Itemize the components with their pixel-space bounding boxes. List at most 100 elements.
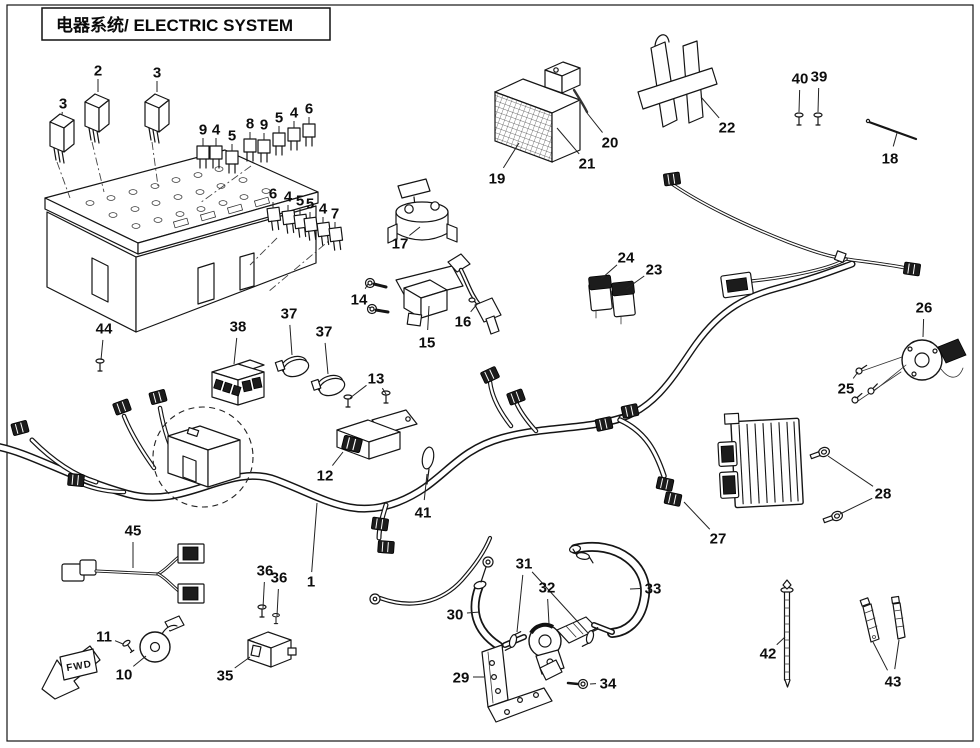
leader-line-23	[625, 275, 645, 290]
callout-45: 45	[125, 523, 142, 540]
bolt-14b	[366, 303, 390, 315]
leader-line-27	[683, 501, 711, 530]
leader-line-35	[234, 656, 251, 669]
callout-16: 16	[455, 314, 472, 331]
callout-1: 1	[307, 574, 315, 591]
callout-31: 31	[516, 556, 533, 573]
callout-4: 4	[319, 201, 328, 218]
harness-connector	[505, 388, 527, 406]
callout-39: 39	[811, 69, 828, 86]
relay-2	[84, 93, 110, 144]
battery	[494, 61, 589, 163]
callout-23: 23	[646, 262, 663, 279]
flasher-module	[336, 390, 418, 460]
callout-6: 6	[305, 101, 313, 118]
callout-22: 22	[719, 120, 736, 137]
rod-18	[865, 118, 918, 141]
leader-line-41	[423, 473, 428, 501]
callout-5: 5	[275, 110, 283, 127]
callout-38: 38	[230, 319, 247, 336]
relay-3-right	[144, 93, 170, 144]
callout-8: 8	[246, 116, 254, 133]
bolt-28a	[808, 445, 832, 462]
leader-line-38	[233, 337, 238, 365]
harness-connector	[377, 539, 395, 555]
battery-terminal-cable	[544, 61, 589, 114]
harness-clamp-41	[421, 446, 435, 485]
relay-35	[247, 604, 297, 668]
callout-25: 25	[838, 381, 855, 398]
harness-connector	[662, 171, 682, 187]
leader-line-43	[872, 641, 888, 671]
horn	[121, 615, 185, 663]
fuse-box-terminals	[85, 166, 271, 229]
leader-line-14	[364, 283, 369, 289]
bolt-28b	[821, 509, 845, 526]
callout-3: 3	[153, 65, 161, 82]
page-title: 电器系统/ ELECTRIC SYSTEM	[56, 15, 293, 35]
callout-24: 24	[618, 250, 635, 267]
screw-36a	[257, 604, 267, 618]
cable-ties-43	[859, 595, 906, 643]
callout-30: 30	[447, 607, 464, 624]
callout-3: 3	[59, 96, 67, 113]
jumper-cable	[61, 543, 205, 604]
callout-12: 12	[317, 468, 334, 485]
fuse-box	[44, 141, 338, 333]
callout-42: 42	[760, 646, 777, 663]
leader-line-44	[100, 339, 104, 361]
leader-line-16	[470, 302, 479, 313]
leader-line-39	[817, 87, 820, 113]
connector-block-38	[211, 359, 265, 406]
leader-line-11	[114, 640, 124, 645]
harness-connector	[67, 472, 85, 488]
valve-assembly	[470, 541, 651, 723]
page-border	[6, 4, 974, 742]
callout-17: 17	[392, 236, 409, 253]
callout-4: 4	[284, 189, 293, 206]
clamp-37a	[274, 352, 312, 382]
regulator	[717, 412, 804, 509]
screw-40	[794, 112, 804, 126]
callout-41: 41	[415, 505, 432, 522]
callout-36: 36	[271, 570, 288, 587]
screw-11	[121, 638, 137, 655]
callout-10: 10	[116, 667, 133, 684]
ecu	[152, 406, 254, 508]
leader-line-22	[700, 96, 720, 119]
leader-line-17	[409, 226, 421, 236]
leader-line-20	[586, 112, 603, 133]
harness-connector	[148, 388, 168, 406]
sensor-assembly	[364, 253, 502, 335]
callout-29: 29	[453, 670, 470, 687]
leader-line-36	[262, 581, 265, 609]
leader-line-30	[466, 611, 481, 614]
title-box: 电器系统/ ELECTRIC SYSTEM	[41, 7, 331, 41]
leader-line-10	[132, 655, 147, 667]
callout-5: 5	[228, 128, 236, 145]
switches	[588, 274, 636, 325]
callout-33: 33	[645, 581, 662, 598]
harness-connector	[902, 261, 922, 277]
harness-connector	[655, 475, 675, 493]
fwd-decal: FWD	[41, 645, 101, 700]
callout-37: 37	[316, 324, 333, 341]
callout-4: 4	[212, 122, 221, 139]
callout-9: 9	[260, 117, 268, 134]
callout-14: 14	[351, 292, 368, 309]
harness-connector	[663, 490, 683, 508]
rod-42	[780, 579, 794, 688]
screw-25b	[866, 383, 881, 396]
callout-19: 19	[489, 171, 506, 188]
screw-44	[95, 358, 105, 372]
screw-13b	[381, 390, 391, 404]
callout-5: 5	[306, 196, 314, 213]
leader-line-21	[556, 127, 580, 155]
harness-clip	[833, 250, 847, 264]
leader-line-28	[839, 497, 873, 515]
callout-2: 2	[94, 63, 102, 80]
clamp-37b	[310, 371, 348, 401]
